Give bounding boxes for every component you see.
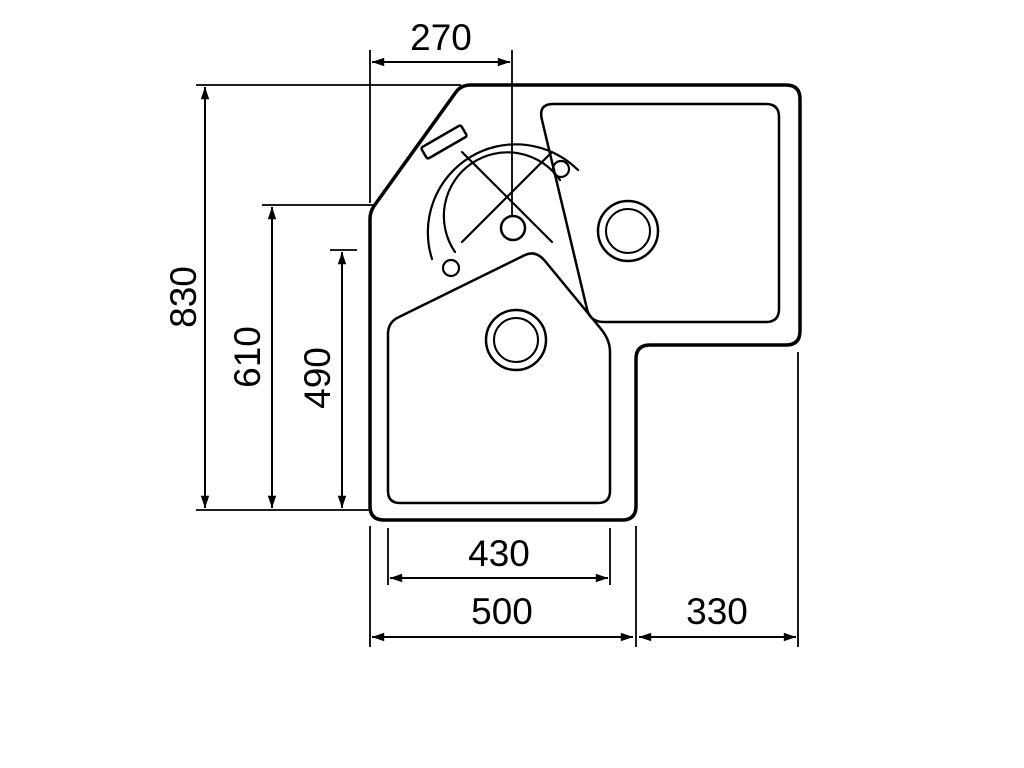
deck-groove-arc-inner xyxy=(442,151,562,254)
dimension-label-corner-tap-offset: 270 xyxy=(410,17,472,58)
dimension-label-bowl-width: 430 xyxy=(468,533,530,574)
dimension-label-bowl-depth: 490 xyxy=(297,347,338,409)
sink-outer-outline xyxy=(368,83,802,522)
right-bowl-outline xyxy=(539,102,781,324)
right-bowl-drain-outer-circle xyxy=(596,199,660,263)
extension-lines xyxy=(196,50,799,647)
accessory-hole-left-circle xyxy=(441,258,461,278)
main-bowl-drain-outer-circle xyxy=(484,308,548,372)
dimension-lines xyxy=(200,57,797,642)
main-bowl-drain-inner-circle xyxy=(493,317,539,363)
main-bowl-outline xyxy=(386,252,612,505)
tap-hole-circle xyxy=(499,214,527,242)
dimension-label-right-width: 330 xyxy=(686,591,748,632)
accessory-hole-right-circle xyxy=(551,159,571,179)
tap-position-cross-line-2 xyxy=(460,150,554,244)
dimension-label-left-side-depth: 610 xyxy=(227,326,268,388)
right-bowl-drain-inner-circle xyxy=(605,208,651,254)
overflow-plate-rect xyxy=(420,124,468,160)
deck-groove-arc-outer xyxy=(426,143,580,261)
dimension-label-front-width: 500 xyxy=(471,591,533,632)
dimension-label-overall-depth: 830 xyxy=(163,266,204,328)
